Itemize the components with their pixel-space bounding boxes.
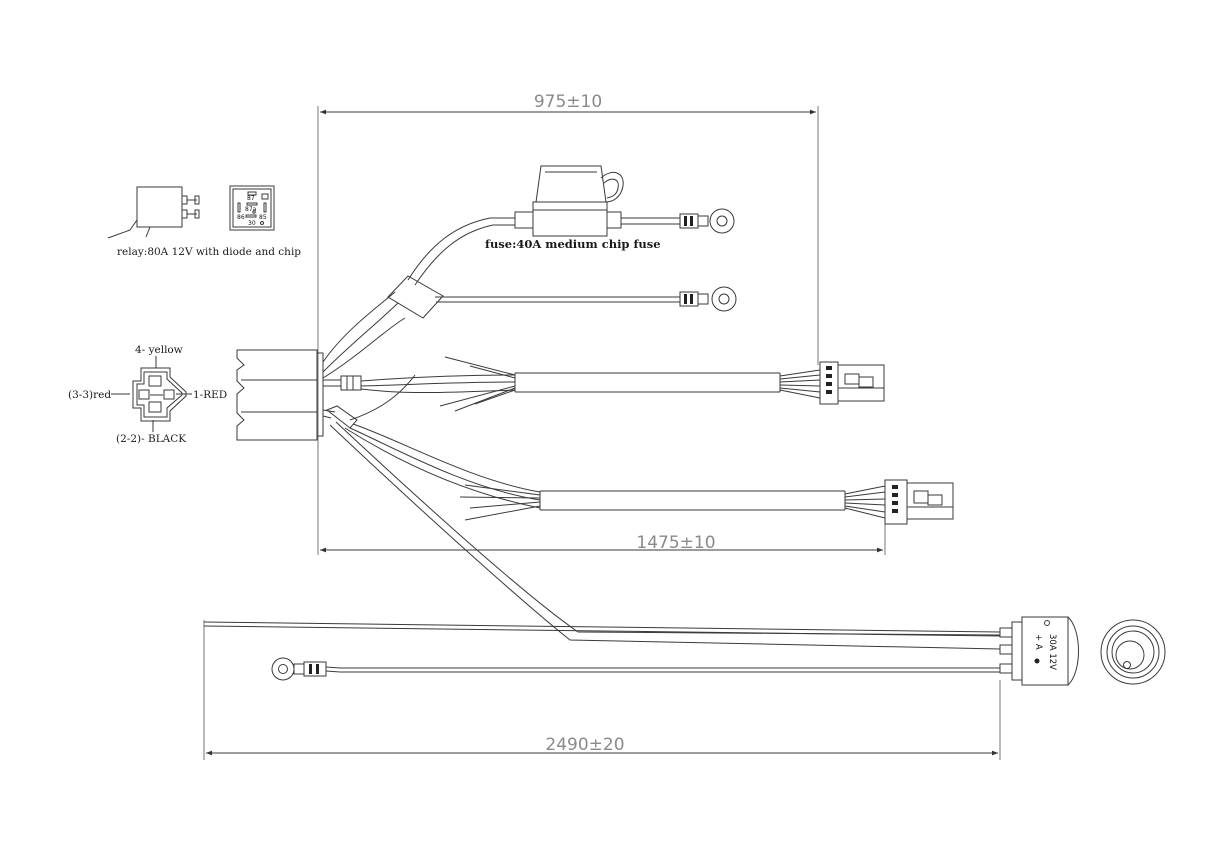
- switch-rating: 30A 12V: [1047, 634, 1057, 670]
- relay-pin-87: 87: [247, 195, 255, 202]
- socket-pin2-label: (2-2)- BLACK: [116, 433, 186, 445]
- relay-pin-30: 30: [248, 220, 256, 227]
- relay-top-view: 87 87a 86 85 30: [229, 185, 275, 231]
- relay-side-view: [107, 186, 200, 239]
- dimension-middle: 1475±10: [320, 510, 886, 555]
- relay-pin-86: 86: [237, 214, 245, 221]
- switch-marks: + A: [1033, 634, 1043, 650]
- socket-pin4-label: 4- yellow: [135, 344, 183, 356]
- dimension-bottom: 2490±20: [203, 620, 1001, 760]
- harness-wires: [322, 217, 1001, 650]
- fuse-caption: fuse:40A medium chip fuse: [485, 237, 661, 251]
- relay-pin-87a: 87a: [245, 206, 257, 213]
- switch-front-view: [1100, 619, 1166, 685]
- switch-wires: [203, 621, 1013, 681]
- dimension-bottom-label: 2490±20: [545, 735, 624, 755]
- dimension-middle-label: 1475±10: [636, 533, 715, 553]
- ring-terminal-1: [679, 208, 735, 234]
- fuse-holder: fuse:40A medium chip fuse: [485, 165, 680, 251]
- relay-socket-block: [236, 349, 324, 441]
- socket-pin3-label: (3-3)red: [68, 389, 111, 401]
- relay-pin-85: 85: [259, 214, 267, 221]
- dimension-top: 975±10: [317, 92, 819, 555]
- dimension-top-label: 975±10: [534, 92, 602, 112]
- ring-terminal-2: [679, 286, 737, 312]
- socket-pinout: 4- yellow (3-3)red 1-RED (2-2)- BLACK: [68, 344, 227, 445]
- connector-lower: [884, 479, 954, 525]
- connector-upper: [819, 361, 885, 405]
- socket-pin1-label: 1-RED: [193, 389, 227, 401]
- rocker-switch: 30A 12V + A: [1011, 616, 1079, 686]
- relay-caption: relay:80A 12V with diode and chip: [117, 246, 301, 258]
